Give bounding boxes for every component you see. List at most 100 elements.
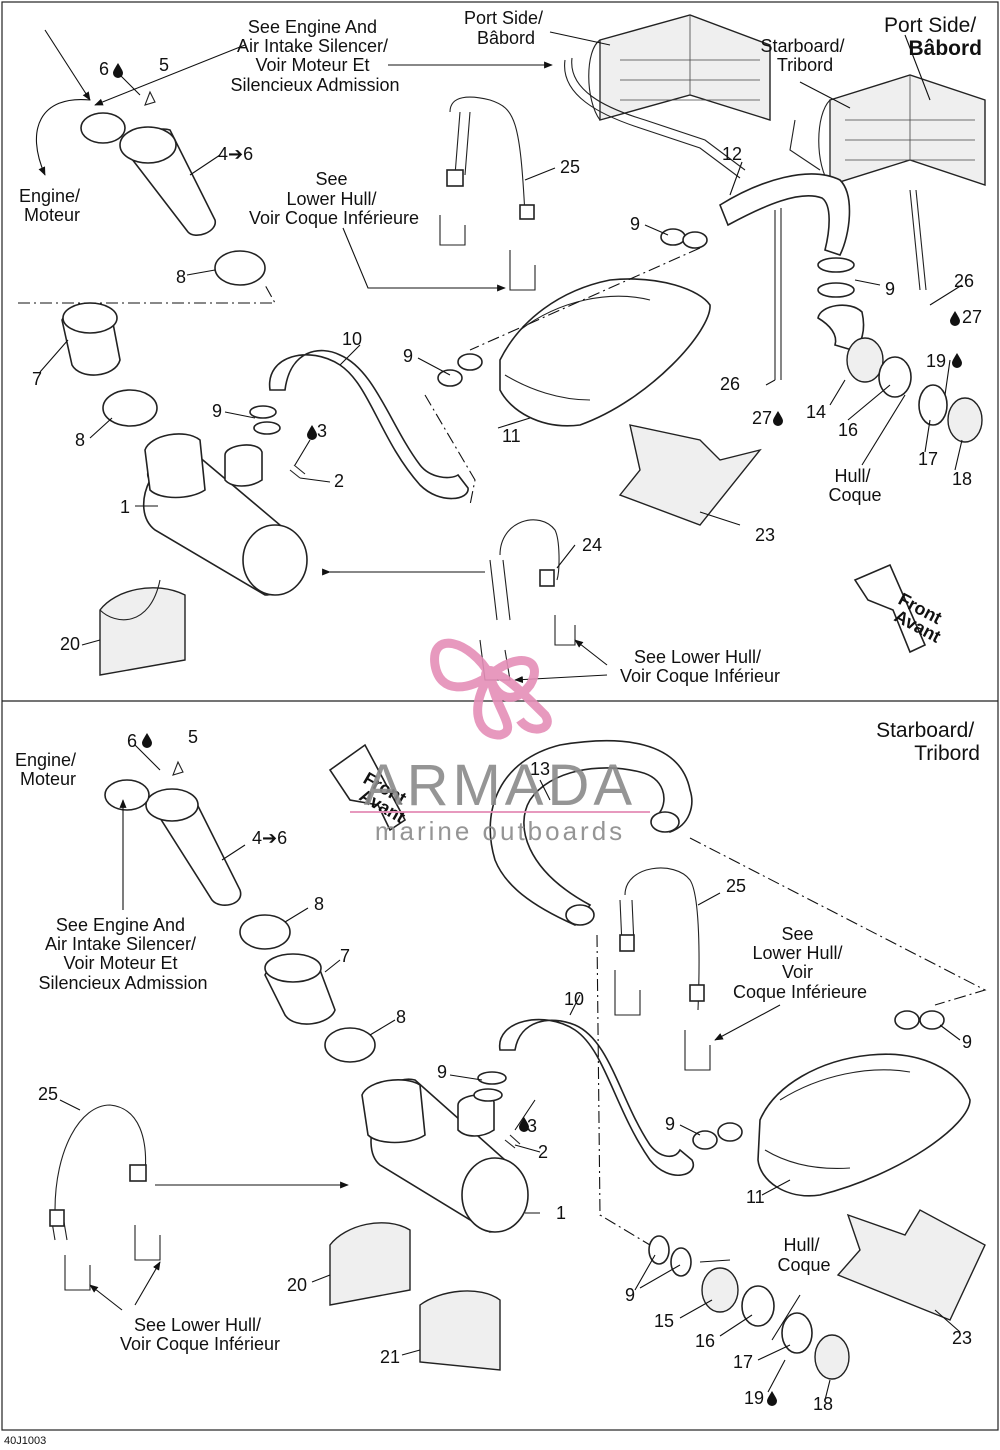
- gasket-16: [878, 356, 912, 398]
- clamp-6: [104, 779, 150, 811]
- pipe-12: [719, 173, 851, 256]
- callout-1: 1: [120, 497, 130, 517]
- callout-26: 26: [720, 374, 740, 394]
- callout-20: 20: [60, 634, 80, 654]
- callout-27: 27: [962, 307, 982, 327]
- clamp-9: [457, 353, 483, 371]
- nut-18: [814, 1334, 850, 1380]
- clamp-9: [692, 1130, 718, 1150]
- gasket-16: [741, 1285, 775, 1327]
- muffler-outlet: [224, 444, 263, 487]
- clamp-8: [239, 914, 291, 950]
- callout-20: 20: [287, 1275, 307, 1295]
- screw-5: [172, 760, 184, 776]
- callout-5: 5: [188, 727, 198, 747]
- callout-27: 27: [752, 408, 772, 428]
- callout-6: 6: [99, 59, 109, 79]
- callout-25: 25: [560, 157, 580, 177]
- callout-19: 19: [744, 1388, 764, 1408]
- callout-25: 25: [38, 1084, 58, 1104]
- strap-buckle: [446, 169, 464, 187]
- callout-13: 13: [530, 759, 550, 779]
- callout-12: 12: [722, 144, 742, 164]
- engine-label: Engine/ Moteur: [15, 750, 81, 789]
- clamp-9: [682, 231, 708, 249]
- callout-5: 5: [159, 55, 169, 75]
- callout-3: 3: [527, 1116, 537, 1136]
- clamp-9: [817, 282, 855, 298]
- callout-26: 26: [954, 271, 974, 291]
- callout-2: 2: [538, 1142, 548, 1162]
- sleeve-7-top: [62, 302, 118, 334]
- muffler-inlet: [144, 433, 206, 499]
- strap-buckle: [689, 984, 705, 1002]
- nut-18: [947, 397, 983, 443]
- hull-label: Hull/ Coque: [777, 1235, 830, 1275]
- callout-11: 11: [746, 1187, 765, 1207]
- callout-1: 1: [556, 1203, 566, 1223]
- support-21: [419, 1290, 501, 1371]
- strap-buckle: [49, 1209, 65, 1227]
- support-23: [836, 1209, 986, 1321]
- clamp-9: [473, 1088, 503, 1102]
- clamp-9: [477, 1071, 507, 1085]
- callout-16: 16: [838, 420, 858, 440]
- clamp-9: [437, 369, 463, 387]
- ring-17: [918, 384, 948, 426]
- pipe-10: [269, 349, 469, 500]
- clamp-8: [214, 250, 266, 286]
- callout-18: 18: [952, 469, 972, 489]
- callout-9: 9: [630, 214, 640, 234]
- callout-8: 8: [314, 894, 324, 914]
- port-side-title: Port Side/ Bâbord: [884, 14, 982, 60]
- callout-7: 7: [340, 946, 350, 966]
- starboard-silencer-box: [789, 74, 986, 291]
- hose-4-end: [145, 788, 199, 822]
- strap-buckle: [129, 1164, 147, 1182]
- top-panel: Front Avant See Engine And Air Intake Si…: [18, 8, 986, 686]
- strap-buckle: [539, 569, 555, 587]
- strap-buckle: [519, 204, 535, 220]
- clamp-9: [670, 1247, 692, 1277]
- support-20: [329, 1222, 411, 1306]
- see-lower-hull-label: See Lower Hull/ Voir Coque Inférieur: [120, 1315, 280, 1354]
- ring-17: [781, 1312, 813, 1354]
- strap-24: [489, 519, 560, 621]
- callout-17: 17: [918, 449, 938, 469]
- callout-4-6: 4➔6: [252, 828, 287, 848]
- clamp-9: [253, 421, 281, 435]
- see-lower-hull-label: See Lower Hull/ Voir Coque Inférieure: [249, 169, 419, 228]
- armada-watermark: ARMADA marine outboards: [350, 638, 650, 846]
- watermark-brand: ARMADA: [364, 753, 636, 818]
- callout-23: 23: [755, 525, 775, 545]
- clamp-9: [817, 257, 855, 273]
- muffler-inlet: [361, 1079, 426, 1144]
- watermark-tagline: marine outboards: [375, 816, 625, 846]
- callout-18: 18: [813, 1394, 833, 1414]
- callout-24: 24: [582, 535, 602, 555]
- callout-9: 9: [403, 346, 413, 366]
- drain-tube: [774, 208, 782, 380]
- callout-21: 21: [380, 1347, 400, 1367]
- figure-id: 40J1003: [4, 1435, 46, 1447]
- strap-25: [449, 96, 526, 216]
- callout-25: 25: [726, 876, 746, 896]
- screw-5: [144, 90, 156, 106]
- muffler-1-end: [461, 1157, 529, 1233]
- propeller-logo-icon: [430, 638, 552, 740]
- callout-9: 9: [962, 1032, 972, 1052]
- support-20: [99, 587, 186, 676]
- pipe-13: [489, 740, 693, 926]
- bottom-panel: Front Avant Starboard/ Tribord Engine/ M…: [15, 719, 987, 1414]
- outlet-fitting: [846, 337, 884, 383]
- clamp-9: [717, 1122, 743, 1142]
- clamp-9: [894, 1010, 920, 1030]
- muffler-1-end: [242, 524, 308, 596]
- port-side-silencer-box: [564, 14, 771, 179]
- strap-buckle: [619, 934, 635, 952]
- pipe-13-end: [565, 904, 595, 926]
- muffler-outlet: [457, 1094, 495, 1137]
- sensor-2: [289, 464, 306, 479]
- callout-10: 10: [564, 989, 584, 1009]
- starboard-small-label: Starboard/ Tribord: [760, 36, 849, 75]
